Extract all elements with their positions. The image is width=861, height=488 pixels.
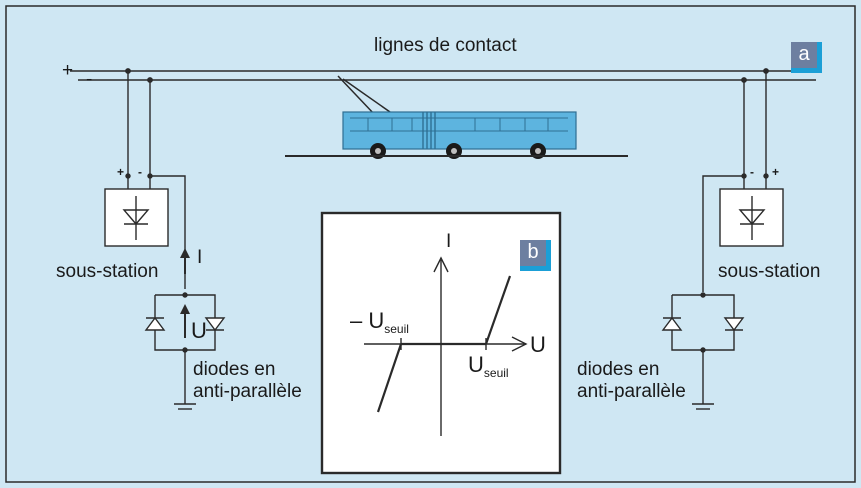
right-diode-1	[661, 316, 683, 331]
outer-frame	[5, 5, 856, 483]
left-diodes-label-line2: anti-parallèle	[193, 381, 302, 402]
left-substation-circuit	[104, 68, 226, 410]
negative-threshold-label: – Useuil	[350, 308, 409, 336]
right-diodes-label-line1: diodes en	[577, 359, 660, 380]
characteristic-curve	[376, 275, 512, 413]
right-diodes-label-line2: anti-parallèle	[577, 381, 686, 402]
bus-articulation	[422, 112, 436, 149]
characteristic-voltage-label: U	[530, 332, 546, 357]
contact-lines	[70, 70, 816, 81]
right-substation-circuit	[661, 68, 784, 410]
trolley-pole-2	[342, 78, 391, 113]
trolleybus	[285, 75, 628, 159]
left-diodes-label-line1: diodes en	[193, 359, 276, 380]
left-diode-1	[144, 316, 166, 331]
positive-threshold-label: Useuil	[468, 352, 509, 380]
positive-branch	[484, 275, 512, 345]
left-substation-label: sous-station	[56, 261, 159, 282]
current-axis-arrow	[433, 256, 449, 273]
voltage-axis-arrow	[511, 336, 528, 352]
right-diode-loop	[671, 294, 735, 351]
current-label: I	[197, 247, 203, 268]
left-minus-terminal: -	[138, 165, 142, 179]
left-voltage-arrow	[180, 304, 190, 314]
contact-lines-label: lignes de contact	[374, 35, 517, 56]
characteristic-current-label: I	[446, 231, 452, 252]
right-minus-terminal: -	[750, 165, 754, 179]
negative-branch	[376, 343, 403, 413]
voltage-label: U	[191, 318, 207, 343]
plus-sign-main: +	[62, 60, 74, 81]
panel-b-badge: b	[520, 240, 551, 271]
trolley-pole-1	[337, 75, 376, 116]
left-plus-terminal: +	[117, 165, 125, 179]
left-diode-loop	[154, 294, 216, 351]
right-diode-2	[723, 317, 745, 332]
left-diode-2	[204, 317, 226, 332]
minus-sign-main: -	[86, 69, 93, 90]
bus-windows	[350, 117, 568, 132]
right-plus-terminal: +	[772, 165, 780, 179]
left-current-arrow	[180, 248, 190, 258]
panel-a-badge: a	[791, 42, 822, 73]
right-substation-label: sous-station	[718, 261, 821, 282]
right-return-wire	[702, 175, 744, 292]
